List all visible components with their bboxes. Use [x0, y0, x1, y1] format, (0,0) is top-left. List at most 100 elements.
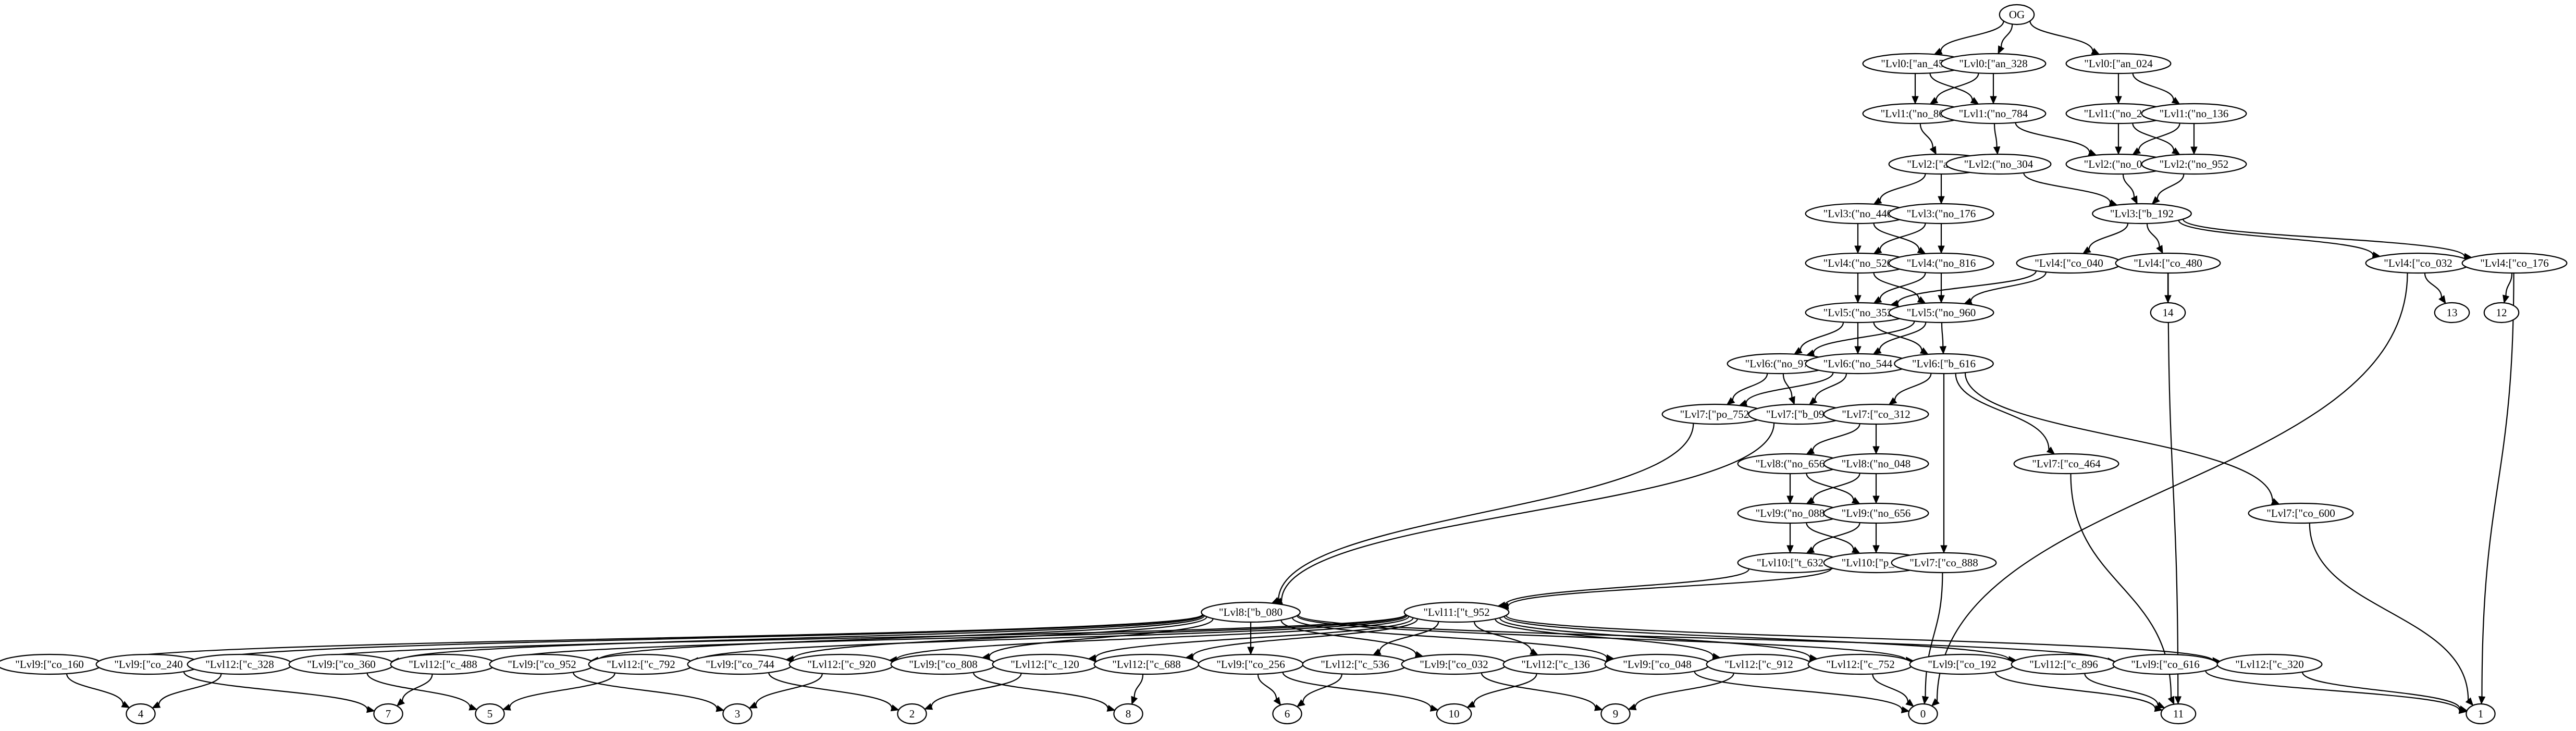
edge-line: [66, 673, 124, 704]
edge-co_240-to-n7: [183, 671, 375, 713]
arrowhead: [1273, 697, 1281, 706]
node-n8: 8: [1113, 703, 1143, 725]
node-label: 11: [2173, 708, 2184, 720]
node-label: 6: [1285, 708, 1290, 720]
edge-no_656a-to-no_088b: [1786, 474, 1794, 504]
node-label: "Lvl11:["t_952: [1423, 606, 1489, 618]
node-label: "Lvl8:("no_656: [1756, 457, 1825, 470]
edge-co_160-to-n4: [66, 673, 130, 708]
edge-line: [1873, 321, 1922, 351]
arrowhead: [1939, 346, 1947, 355]
node-label: "Lvl6:("no_976: [1745, 357, 1815, 370]
arrowhead: [1872, 545, 1880, 554]
node-n12: 12: [2483, 302, 2520, 324]
edge-c_136-to-n10: [1466, 673, 1537, 708]
node-label: "Lvl6:("no_544: [1823, 357, 1893, 370]
edge-line: [1745, 372, 1834, 403]
node-label: "Lvl6:["b_616: [1912, 357, 1976, 370]
arrowhead: [748, 701, 758, 709]
arrowhead: [1901, 706, 1910, 714]
node-no_864: "Lvl1:("no_864: [1862, 103, 1968, 125]
edge-co_256-to-n6: [1257, 674, 1281, 706]
arrowhead: [2151, 196, 2160, 205]
edge-no_520-to-no_352: [1854, 273, 1862, 304]
node-n4: 4: [126, 703, 156, 725]
node-ellipse: [2092, 203, 2192, 225]
edge-line: [1812, 473, 1860, 501]
node-no_816: "Lvl4:("no_816: [1888, 252, 1994, 274]
node-label: "Lvl8:("no_048: [1842, 457, 1911, 470]
edge-no_544-to-b_096: [1808, 373, 1847, 405]
edge-line: [2015, 122, 2090, 153]
edge-an_456-to-no_864: [1912, 73, 1919, 105]
node-label: "Lvl9:["co_192: [1928, 658, 1996, 671]
edge-line: [509, 673, 615, 708]
node-label: 14: [2163, 306, 2174, 319]
edge-no_656a-to-no_656b: [1806, 473, 1860, 504]
edge-line: [1133, 674, 1144, 698]
arrowhead: [1990, 96, 1997, 105]
edge-t_952-to-c_912: [1495, 618, 1721, 660]
edge-line: [2001, 24, 2013, 47]
arrowhead: [1106, 704, 1116, 712]
edge-line: [2084, 673, 2159, 705]
edge-line: [1812, 423, 1860, 451]
edge-line: [1993, 123, 1998, 147]
arrowhead: [924, 703, 933, 710]
edge-an_328-to-no_784: [1990, 73, 1997, 105]
edge-line: [1873, 222, 1920, 250]
edge-line: [1495, 618, 1714, 657]
arrowhead: [1854, 245, 1862, 254]
edge-line: [2029, 21, 2093, 52]
node-b_096: "Lvl7:["b_096: [1748, 403, 1848, 425]
node-n14: 14: [2150, 302, 2186, 324]
arrowhead: [1940, 545, 1948, 554]
edge-line: [1994, 672, 2156, 709]
node-ellipse: [2466, 703, 2496, 725]
arrowhead: [1905, 699, 1914, 707]
edge-b_616-to-co_600: [1964, 373, 2280, 505]
node-an_024: "Lvl0:["an_024: [2065, 53, 2172, 75]
edge-line: [1278, 423, 1694, 601]
arrowhead: [1929, 146, 1937, 155]
node-co_616: "Lvl9:["co_616: [2112, 653, 2218, 675]
edge-no_440-to-no_816: [1873, 222, 1926, 254]
node-label: "Lvl1:("no_784: [1959, 107, 2028, 120]
edge-line: [1814, 373, 1847, 400]
edge-an_024-to-no_136: [2132, 73, 2180, 105]
edge-line: [1473, 673, 1537, 704]
node-label: 4: [138, 708, 144, 720]
edge-no_088b-to-p_176: [1806, 522, 1860, 554]
node-label: 3: [735, 708, 741, 720]
node-ellipse: [2115, 252, 2221, 274]
edge-no_272-to-no_088a: [2115, 123, 2122, 155]
node-label: "Lvl9:["co_744: [706, 658, 774, 671]
edge-b_616-to-co_464: [1955, 373, 2055, 455]
node-no_656b: "Lvl9:("no_656: [1823, 502, 1929, 524]
node-ellipse: [1272, 703, 1302, 725]
node-label: "Lvl12:["c_896: [2029, 658, 2098, 671]
node-co_312: "Lvl7:["co_312: [1823, 403, 1929, 425]
node-label: "Lvl0:["an_024: [2084, 57, 2153, 70]
edge-line: [401, 674, 433, 701]
node-co_888: "Lvl7:["co_888: [1891, 552, 1997, 574]
arrowhead: [1872, 495, 1880, 504]
edge-line: [2424, 272, 2443, 298]
node-label: "Lvl4:["co_040: [2035, 257, 2103, 269]
edge-layer: [66, 21, 2515, 714]
edge-line: [2301, 672, 2461, 710]
edge-line: [2138, 123, 2180, 151]
node-c_752: "Lvl12:["c_752: [1807, 653, 1914, 675]
node-no_784: "Lvl1:("no_784: [1940, 103, 2047, 125]
node-c_488: "Lvl12:["c_488: [390, 653, 496, 675]
arrowhead: [1806, 447, 1815, 455]
edge-an_456-to-no_784: [1929, 73, 1979, 105]
node-ellipse: [126, 703, 156, 725]
edge-line: [1919, 123, 1933, 148]
arrowhead: [469, 703, 478, 711]
arrowhead: [1998, 45, 2005, 55]
arrowhead: [1806, 497, 1815, 504]
node-no_304: "Lvl2:("no_304: [1945, 153, 2052, 175]
edge-co_176-to-n12: [2503, 272, 2513, 304]
node-co_360: "Lvl9:["co_360: [288, 653, 395, 675]
